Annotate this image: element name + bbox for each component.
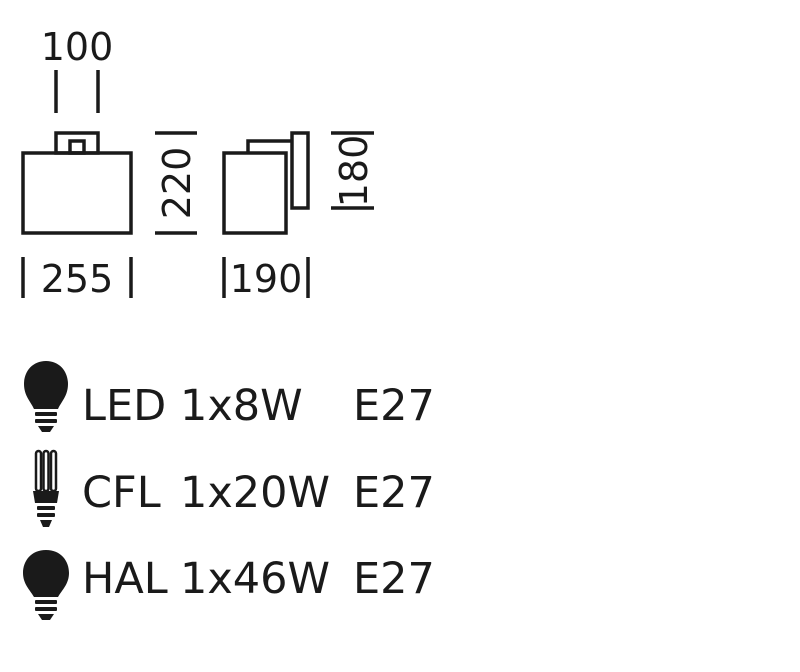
side-bracket — [246, 139, 292, 153]
top-width-label: 100 — [41, 25, 114, 69]
front-view — [21, 70, 197, 298]
bulb-power-hal: 1x46W — [180, 554, 330, 604]
bulb-socket-led: E27 — [353, 381, 435, 431]
front-bracket-inner — [68, 139, 86, 155]
side-depth-label: 190 — [230, 257, 303, 301]
bulb-socket-cfl: E27 — [353, 468, 435, 518]
cfl-bulb-icon — [33, 449, 59, 527]
led-bulb-icon — [24, 361, 68, 432]
front-height-label: 220 — [155, 147, 199, 220]
wall-plate — [290, 131, 310, 210]
bulb-type-cfl: CFL — [82, 468, 161, 518]
halogen-bulb-icon — [23, 550, 69, 620]
side-view — [222, 131, 374, 298]
bulb-power-cfl: 1x20W — [180, 468, 330, 518]
plate-height-label: 180 — [332, 135, 376, 208]
front-shade — [21, 151, 133, 235]
bulb-socket-hal: E27 — [353, 554, 435, 604]
front-width-label: 255 — [41, 257, 114, 301]
front-bracket — [54, 131, 100, 155]
bulb-type-led: LED — [82, 381, 166, 431]
bulb-power-led: 1x8W — [180, 381, 303, 431]
side-shade — [222, 151, 288, 235]
bulb-type-hal: HAL — [82, 554, 168, 604]
